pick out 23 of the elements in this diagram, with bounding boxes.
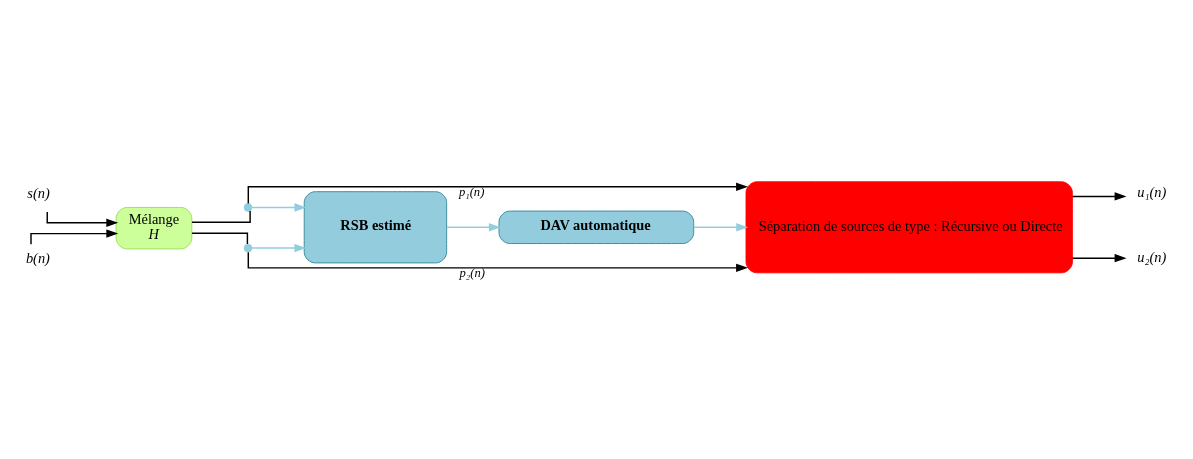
node-text: b(n) [25,249,50,266]
node-text: u₁(n) [1137,183,1167,200]
node-box: RSB estimé [303,190,448,263]
edge-label: p₂(n) [459,265,485,280]
connector [191,209,251,223]
arrow [251,202,307,212]
node-box: Mélange H [115,206,193,249]
arrow [251,243,307,252]
node-text: s(n) [27,184,50,201]
arrow [1071,191,1127,201]
arrow [693,222,749,231]
arrow [247,251,749,272]
arrow [247,182,749,204]
edge-label: p₁(n) [458,184,485,199]
arrow [1071,253,1127,262]
connector [191,232,249,245]
node-circle [243,243,253,252]
node-box: DAV automatique [498,210,695,244]
arrow [446,222,501,231]
node-text: u₂(n) [1137,248,1167,265]
node-circle [243,202,253,212]
arrow [46,210,119,227]
node-box: Séparation de sources de type : Récursive ou Directe [745,180,1073,273]
